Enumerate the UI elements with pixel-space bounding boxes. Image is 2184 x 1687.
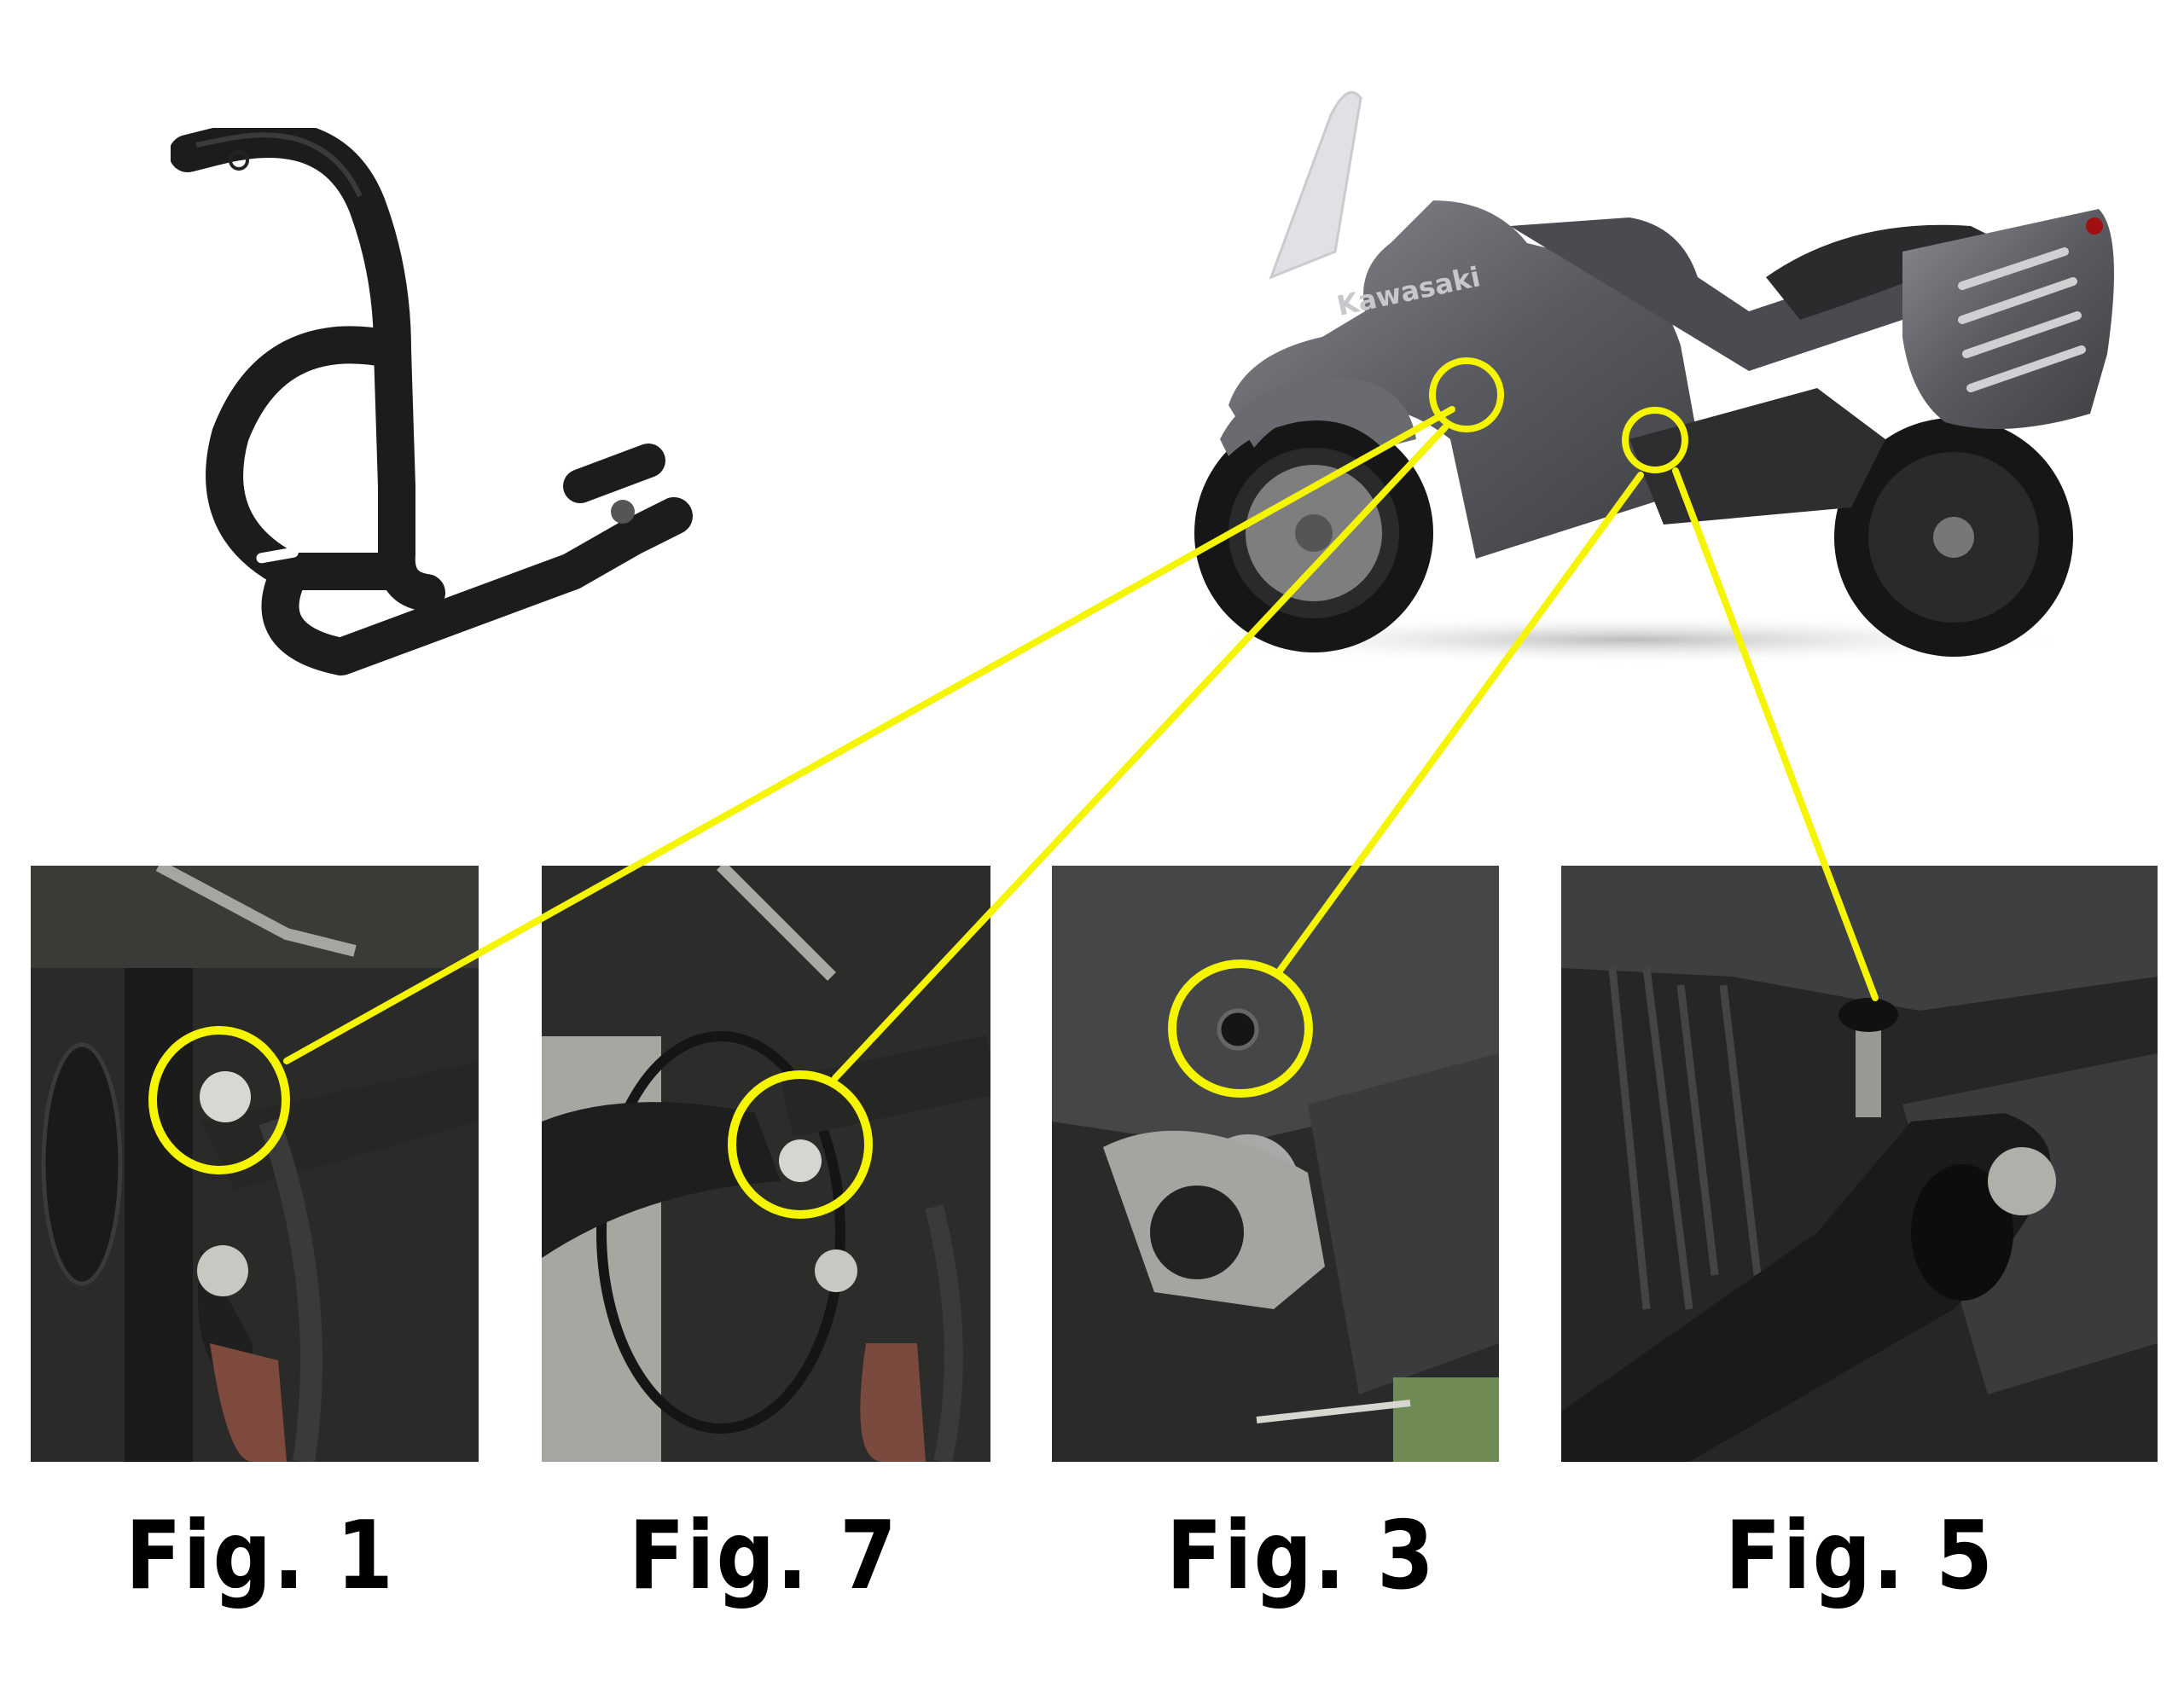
fig1-photo bbox=[31, 866, 479, 1462]
fig3-label: Fig. 3 bbox=[1166, 1500, 1436, 1611]
fig7-photo bbox=[542, 866, 990, 1462]
fig3-photo bbox=[1052, 866, 1499, 1462]
fig1-label: Fig. 1 bbox=[125, 1500, 395, 1611]
fig5-photo bbox=[1561, 866, 2158, 1462]
crash-bar-image bbox=[169, 120, 759, 691]
motorcycle-image: Kawasaki bbox=[1152, 81, 2116, 670]
fig5-label: Fig. 5 bbox=[1725, 1500, 1995, 1611]
fig7-label: Fig. 7 bbox=[629, 1500, 898, 1611]
